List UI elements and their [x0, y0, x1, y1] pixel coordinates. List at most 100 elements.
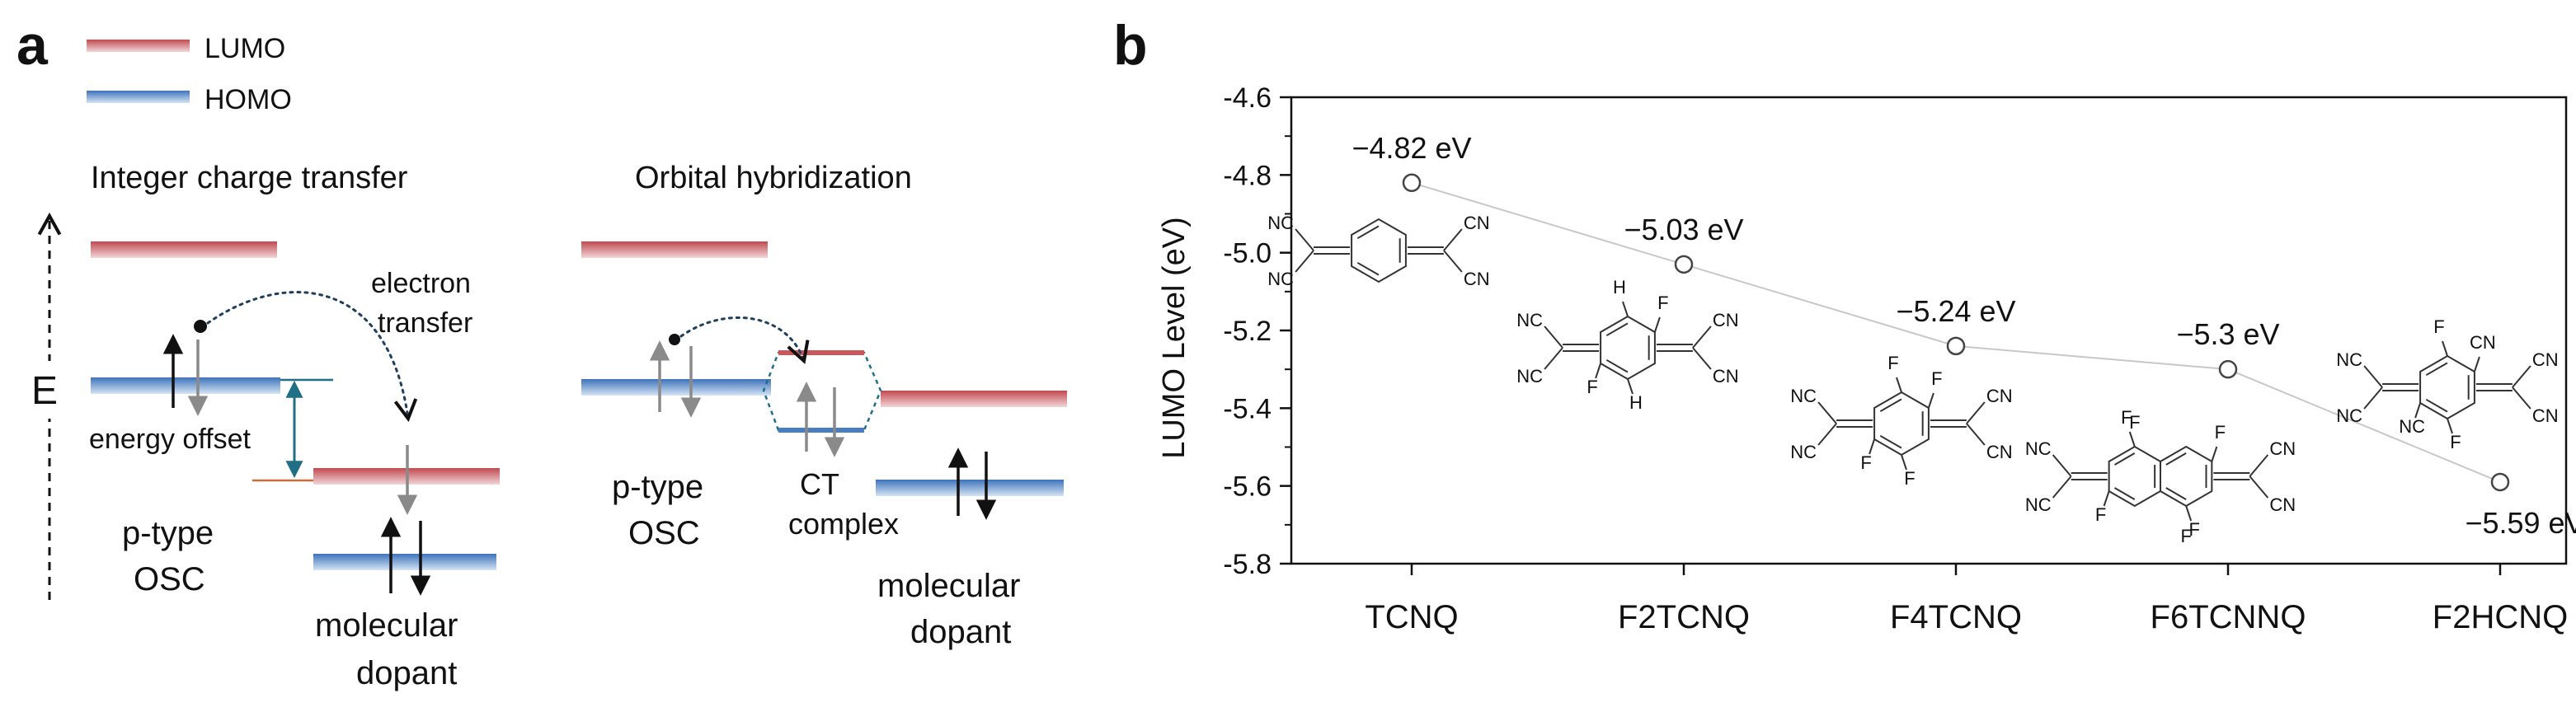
atom-label: F	[1586, 377, 1597, 397]
atom-label: NC	[2399, 416, 2425, 437]
hyb-electron-dot	[669, 334, 680, 345]
electron-transfer-label-1: electron	[371, 268, 471, 299]
hyb-osc-lumo-level	[581, 241, 768, 258]
bond	[2128, 431, 2136, 447]
bond	[1692, 347, 1712, 370]
legend-homo-label: HOMO	[204, 84, 292, 115]
x-tick-label: F2TCNQ	[1618, 599, 1750, 635]
atom-label: NC	[1267, 269, 1294, 289]
bond	[2363, 365, 2383, 388]
y-tick-label: -5.8	[1223, 549, 1272, 580]
ct-homo-level	[778, 428, 864, 433]
atom-label: NC	[1790, 442, 1817, 462]
hyb-electron-path	[679, 316, 810, 364]
atom-label: F	[2188, 519, 2199, 540]
bond	[2249, 454, 2269, 477]
atom-label: F	[1887, 353, 1898, 373]
atom-label: CN	[1464, 269, 1490, 289]
panel-b: b LUMO Level (eV) -4.6-4.8-5.0-5.2-5.4-5…	[1113, 14, 2576, 635]
left-osc-label-2: OSC	[134, 561, 205, 597]
atom-label: F	[2095, 504, 2106, 525]
y-axis-ticks: -4.6-4.8-5.0-5.2-5.4-5.6-5.8	[1223, 82, 1291, 580]
bond	[2114, 452, 2136, 466]
electron-transfer-path	[206, 291, 418, 423]
legend: LUMO HOMO	[87, 33, 292, 115]
ct-label-1: CT	[800, 467, 839, 501]
panel-a-label: a	[16, 14, 49, 77]
bond	[2185, 505, 2193, 522]
atom-label: CN	[1713, 366, 1739, 386]
atom-label: NC	[1516, 366, 1543, 386]
bond	[1927, 392, 1934, 409]
data-point	[1402, 173, 1422, 193]
bond	[1966, 401, 1986, 424]
right-osc-label-1: p-type	[612, 469, 703, 505]
y-tick-label: -5.0	[1223, 238, 1272, 269]
plot-frame	[1290, 96, 2568, 565]
data-points	[1402, 173, 2510, 492]
right-title: Orbital hybridization	[635, 161, 912, 195]
point-labels: −4.82 eV−5.03 eV−5.24 eV−5.3 eV−5.59 eV	[1351, 131, 2576, 540]
atom-label: NC	[2025, 494, 2052, 515]
atom-label: F	[1657, 293, 1668, 313]
data-point	[1674, 255, 1694, 274]
bond	[2512, 386, 2531, 410]
y-tick-label: -5.6	[1223, 471, 1272, 503]
bond	[1869, 438, 1876, 455]
bond	[2165, 487, 2187, 500]
bond	[1605, 358, 1629, 373]
bond	[2052, 454, 2072, 477]
atom-label: CN	[1986, 442, 2013, 462]
point-value-label: −5.03 eV	[1624, 213, 1743, 246]
bond	[1879, 398, 1902, 413]
y-tick-label: -5.4	[1223, 393, 1272, 424]
bond	[1966, 423, 1986, 446]
hyb-osc-homo-level	[581, 379, 771, 396]
ct-label-2: complex	[788, 507, 899, 541]
bond	[1896, 377, 1902, 393]
y-tick-label: -4.8	[1223, 160, 1272, 191]
bond	[2447, 418, 2453, 434]
atom-label: F	[1904, 468, 1915, 489]
atom-label: CN	[1713, 310, 1739, 330]
point-value-label: −5.3 eV	[2176, 317, 2279, 351]
ct-complex-hexagon	[762, 351, 882, 432]
atom-label: CN	[2269, 438, 2296, 459]
atom-label: CN	[2269, 494, 2296, 515]
bond	[1443, 228, 1463, 251]
atom-label: NC	[1267, 213, 1294, 233]
legend-homo-swatch	[87, 91, 190, 103]
bond	[1544, 326, 1563, 349]
series-connector-line	[1411, 181, 2501, 483]
right-osc-label-2: OSC	[628, 515, 700, 551]
bond	[2363, 386, 2383, 410]
left-osc-label-1: p-type	[122, 515, 214, 551]
point-value-label: −4.82 eV	[1351, 131, 1471, 165]
atom-label: CN	[2470, 332, 2496, 353]
orbital-hybridization-diagram: Orbital hybridization p-type OSC CT comp…	[581, 161, 1067, 650]
bond	[1653, 316, 1661, 333]
bond	[2512, 365, 2531, 388]
bond	[1817, 423, 1837, 446]
benzene-ring	[1600, 315, 1656, 381]
left-dopant-label-1: molecular	[315, 607, 458, 644]
bond	[1627, 378, 1634, 395]
dopant-homo-level	[313, 554, 496, 570]
bond	[2414, 402, 2422, 419]
y-tick-label: -5.2	[1223, 316, 1272, 347]
right-dopant-label-2: dopant	[910, 614, 1011, 650]
osc-lumo-level	[91, 241, 277, 258]
x-tick-label: F4TCNQ	[1890, 599, 2022, 635]
atom-label: F	[1931, 368, 1942, 389]
energy-axis-label: E	[31, 369, 58, 413]
atom-label: F	[2433, 316, 2444, 337]
legend-lumo-label: LUMO	[204, 33, 285, 64]
atom-label: NC	[2025, 438, 2052, 459]
atom-label: CN	[2532, 349, 2559, 370]
panel-b-label: b	[1113, 14, 1148, 77]
bond	[2052, 475, 2072, 499]
benzene-ring	[2108, 445, 2161, 508]
